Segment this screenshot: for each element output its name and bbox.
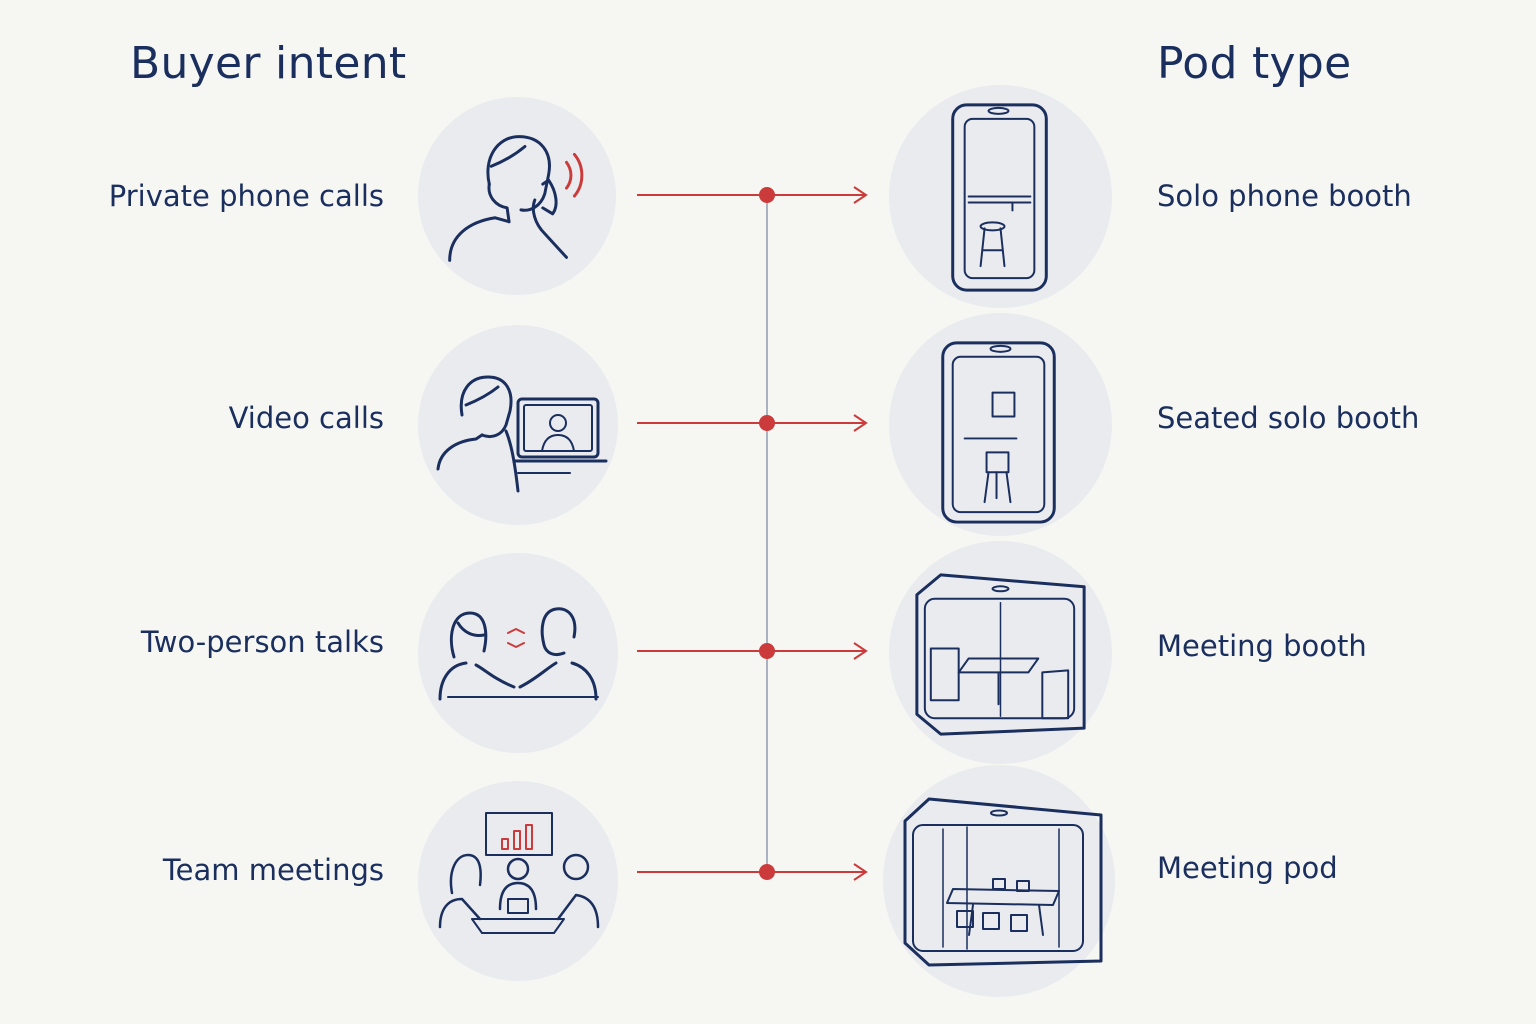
pod-label-meeting-booth: Meeting booth xyxy=(1157,629,1367,663)
team-meeting-icon xyxy=(418,781,618,981)
pod-label-seated-solo-booth: Seated solo booth xyxy=(1157,401,1420,435)
seated-solo-booth-icon xyxy=(889,313,1112,536)
pod-label-meeting-pod: Meeting pod xyxy=(1157,851,1338,885)
junction-dot xyxy=(759,187,775,203)
connector-row-2 xyxy=(637,414,868,432)
connector-row-4 xyxy=(637,863,868,881)
meeting-booth-icon xyxy=(889,541,1112,764)
meeting-pod-icon xyxy=(883,765,1115,997)
junction-dot xyxy=(759,415,775,431)
person-laptop-video-icon xyxy=(418,325,618,525)
two-people-talking-icon xyxy=(418,553,618,753)
solo-phone-booth-icon xyxy=(889,85,1112,308)
junction-dot xyxy=(759,864,775,880)
person-phone-icon xyxy=(418,97,616,295)
pod-label-solo-phone-booth: Solo phone booth xyxy=(1157,179,1412,213)
pod-type-heading: Pod type xyxy=(1157,38,1352,89)
connector-row-1 xyxy=(637,186,868,204)
connector-row-3 xyxy=(637,642,868,660)
buyer-intent-heading: Buyer intent xyxy=(130,38,407,89)
intent-label-video-calls: Video calls xyxy=(228,401,384,435)
intent-label-private-phone-calls: Private phone calls xyxy=(108,179,384,213)
junction-dot xyxy=(759,643,775,659)
intent-label-two-person-talks: Two-person talks xyxy=(140,625,384,659)
intent-label-team-meetings: Team meetings xyxy=(162,853,384,887)
